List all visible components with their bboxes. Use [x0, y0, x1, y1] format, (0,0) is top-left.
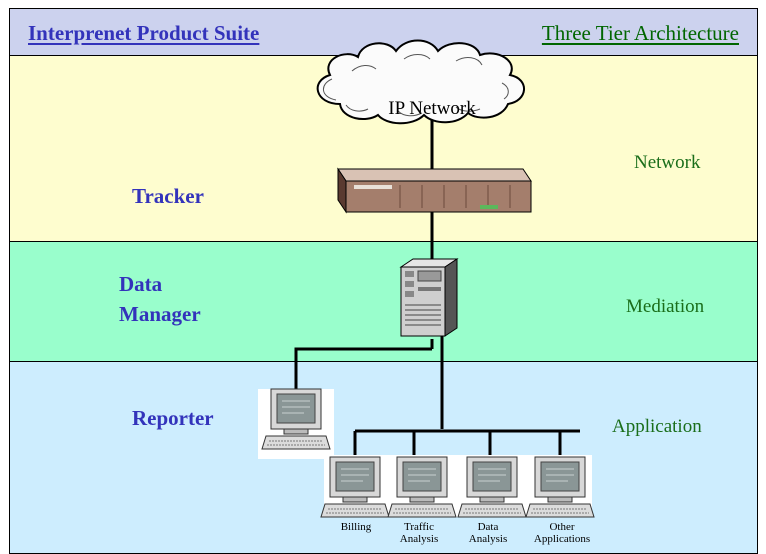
network-diagram: IP Network: [258, 39, 595, 518]
other-applications-workstation-icon: [525, 456, 595, 518]
caption-line: Applications: [533, 533, 591, 545]
caption-line: Data: [477, 521, 499, 533]
caption-line: Traffic: [404, 521, 434, 533]
architecture-subtitle[interactable]: Three Tier Architecture: [541, 21, 739, 45]
mediation-layer-label: Mediation: [626, 296, 705, 317]
application-workstations: [320, 455, 595, 518]
caption-line: Analysis: [468, 533, 508, 545]
router-icon: [337, 167, 532, 214]
cloud-label: IP Network: [388, 98, 476, 119]
application-layer-label: Application: [612, 416, 702, 437]
other-applications-caption: Other Applications: [526, 521, 598, 545]
data-manager-label-line1: Data: [119, 272, 163, 296]
tracker-label: Tracker: [132, 184, 204, 208]
billing-caption: Billing: [333, 521, 379, 533]
product-suite-title[interactable]: Interprenet Product Suite: [28, 21, 260, 45]
data-analysis-caption: Data Analysis: [460, 521, 516, 545]
reporter-workstation-icon: [258, 388, 334, 459]
data-manager-label-line2: Manager: [119, 302, 201, 326]
billing-workstation-icon: [320, 456, 390, 518]
architecture-slide: Interprenet Product Suite Three Tier Arc…: [9, 8, 758, 554]
server-icon: [399, 258, 459, 337]
caption-line: Other: [549, 521, 575, 533]
traffic-analysis-workstation-icon: [387, 456, 457, 518]
caption-line: Analysis: [399, 533, 439, 545]
cloud-icon: [316, 39, 525, 125]
reporter-label: Reporter: [132, 406, 214, 430]
traffic-analysis-caption: Traffic Analysis: [391, 521, 447, 545]
data-analysis-workstation-icon: [457, 456, 527, 518]
mediation-tier-band: [10, 242, 757, 362]
network-layer-label: Network: [634, 152, 701, 173]
connection-lines: [294, 119, 580, 459]
caption-line: Billing: [340, 521, 372, 533]
